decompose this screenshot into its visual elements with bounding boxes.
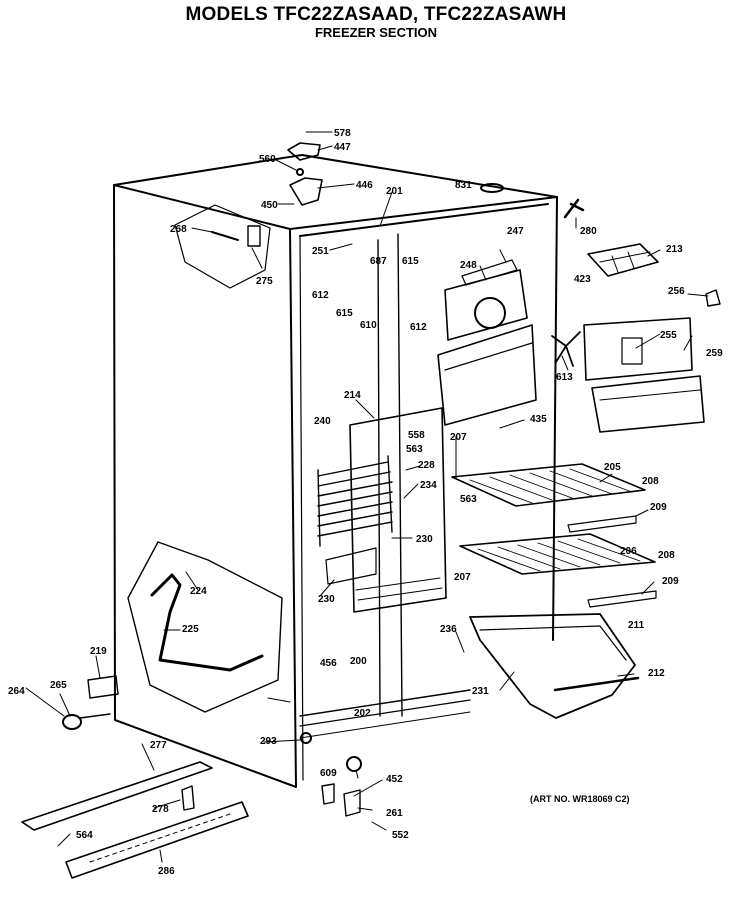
callout-265: 265 xyxy=(50,680,67,691)
callout-277: 277 xyxy=(150,740,167,751)
callout-251: 251 xyxy=(312,246,329,257)
fan-blade xyxy=(551,331,581,367)
callout-201: 201 xyxy=(386,186,403,197)
callout-450: 450 xyxy=(261,200,278,211)
cabinet-top-edge xyxy=(113,154,558,230)
basket-211 xyxy=(469,613,636,719)
light-cover xyxy=(127,541,283,713)
panel-254 xyxy=(591,375,705,433)
callout-446: 446 xyxy=(356,180,373,191)
callout-212: 212 xyxy=(648,668,665,679)
callout-268: 268 xyxy=(170,224,187,235)
top-hinge-446 xyxy=(289,177,323,206)
callout-609: 609 xyxy=(320,768,337,779)
callout-231: 231 xyxy=(472,686,489,697)
grille-286 xyxy=(65,801,249,879)
callout-563a: 563 xyxy=(406,444,423,455)
callout-613: 613 xyxy=(556,372,573,383)
callout-261: 261 xyxy=(386,808,403,819)
callout-610: 610 xyxy=(360,320,377,331)
callout-264: 264 xyxy=(8,686,25,697)
callout-423: 423 xyxy=(574,274,591,285)
callout-213: 213 xyxy=(666,244,683,255)
bracket-219 xyxy=(87,675,119,699)
callout-234: 234 xyxy=(420,480,437,491)
kickplate-277 xyxy=(21,761,213,831)
callout-205: 205 xyxy=(604,462,621,473)
hinge-261 xyxy=(343,789,361,817)
callout-224: 224 xyxy=(190,586,207,597)
callout-230a: 230 xyxy=(416,534,433,545)
callout-280: 280 xyxy=(580,226,597,237)
callout-207b: 207 xyxy=(454,572,471,583)
callout-552: 552 xyxy=(392,830,409,841)
callout-578: 578 xyxy=(334,128,351,139)
callout-236: 236 xyxy=(440,624,457,635)
callout-256: 256 xyxy=(668,286,685,297)
callout-219: 219 xyxy=(90,646,107,657)
part-280 xyxy=(563,198,585,219)
section-subtitle: FREEZER SECTION xyxy=(314,25,438,40)
callout-452: 452 xyxy=(386,774,403,785)
callout-447: 447 xyxy=(334,142,351,153)
divider-channel xyxy=(377,233,403,717)
leader-lines xyxy=(25,131,709,863)
callout-225: 225 xyxy=(182,624,199,635)
callout-563b: 563 xyxy=(460,494,477,505)
callout-211: 211 xyxy=(628,620,645,631)
diagram-title: MODELS TFC22ZASAAD, TFC22ZASAWH xyxy=(185,4,567,25)
callout-228: 228 xyxy=(418,460,435,471)
light-tube-225 xyxy=(150,573,264,672)
callout-labels: 578 447 560 446 450 201 831 268 251 687 … xyxy=(8,128,723,877)
callout-435: 435 xyxy=(530,414,547,425)
shelf-206 xyxy=(459,533,656,575)
callout-293: 293 xyxy=(260,736,277,747)
ice-tray xyxy=(587,243,659,277)
rail-209-lower xyxy=(587,590,657,608)
fan-housing xyxy=(444,269,528,341)
bottom-hinge xyxy=(321,783,335,805)
callout-207a: 207 xyxy=(450,432,467,443)
callout-200: 200 xyxy=(350,656,367,667)
callout-248: 248 xyxy=(460,260,477,271)
callout-255: 255 xyxy=(660,330,677,341)
rail-209-upper xyxy=(567,515,637,533)
callout-558: 558 xyxy=(408,430,425,441)
callout-206: 206 xyxy=(620,546,637,557)
callout-208a: 208 xyxy=(642,476,659,487)
callout-560: 560 xyxy=(259,154,276,165)
callout-208b: 208 xyxy=(658,550,675,561)
callout-230b: 230 xyxy=(318,594,335,605)
callout-612b: 612 xyxy=(410,322,427,333)
grommet-831 xyxy=(480,183,504,193)
callout-259: 259 xyxy=(706,348,723,359)
part-278 xyxy=(181,785,195,811)
art-number-note: (ART NO. WR18069 C2) xyxy=(530,794,630,804)
cover-259 xyxy=(583,317,693,381)
evaporator-cover xyxy=(349,407,447,613)
callout-202: 202 xyxy=(354,708,371,719)
callout-247: 247 xyxy=(507,226,524,237)
callout-214: 214 xyxy=(344,390,361,401)
callout-831: 831 xyxy=(455,180,472,191)
callout-209a: 209 xyxy=(650,502,667,513)
callout-275: 275 xyxy=(256,276,273,287)
callout-209b: 209 xyxy=(662,576,679,587)
shelf-205 xyxy=(451,463,646,507)
callout-615b: 615 xyxy=(336,308,353,319)
callout-456: 456 xyxy=(320,658,337,669)
evaporator-coils xyxy=(317,455,393,547)
clip-256 xyxy=(705,289,721,307)
callout-615a: 615 xyxy=(402,256,419,267)
bracket-panel xyxy=(174,204,271,289)
callout-278: 278 xyxy=(152,804,169,815)
callout-240: 240 xyxy=(314,416,331,427)
callout-286: 286 xyxy=(158,866,175,877)
callout-687: 687 xyxy=(370,256,387,267)
cap-264 xyxy=(62,714,82,730)
callout-564: 564 xyxy=(76,830,93,841)
callout-612a: 612 xyxy=(312,290,329,301)
cabinet-outline xyxy=(113,184,297,788)
